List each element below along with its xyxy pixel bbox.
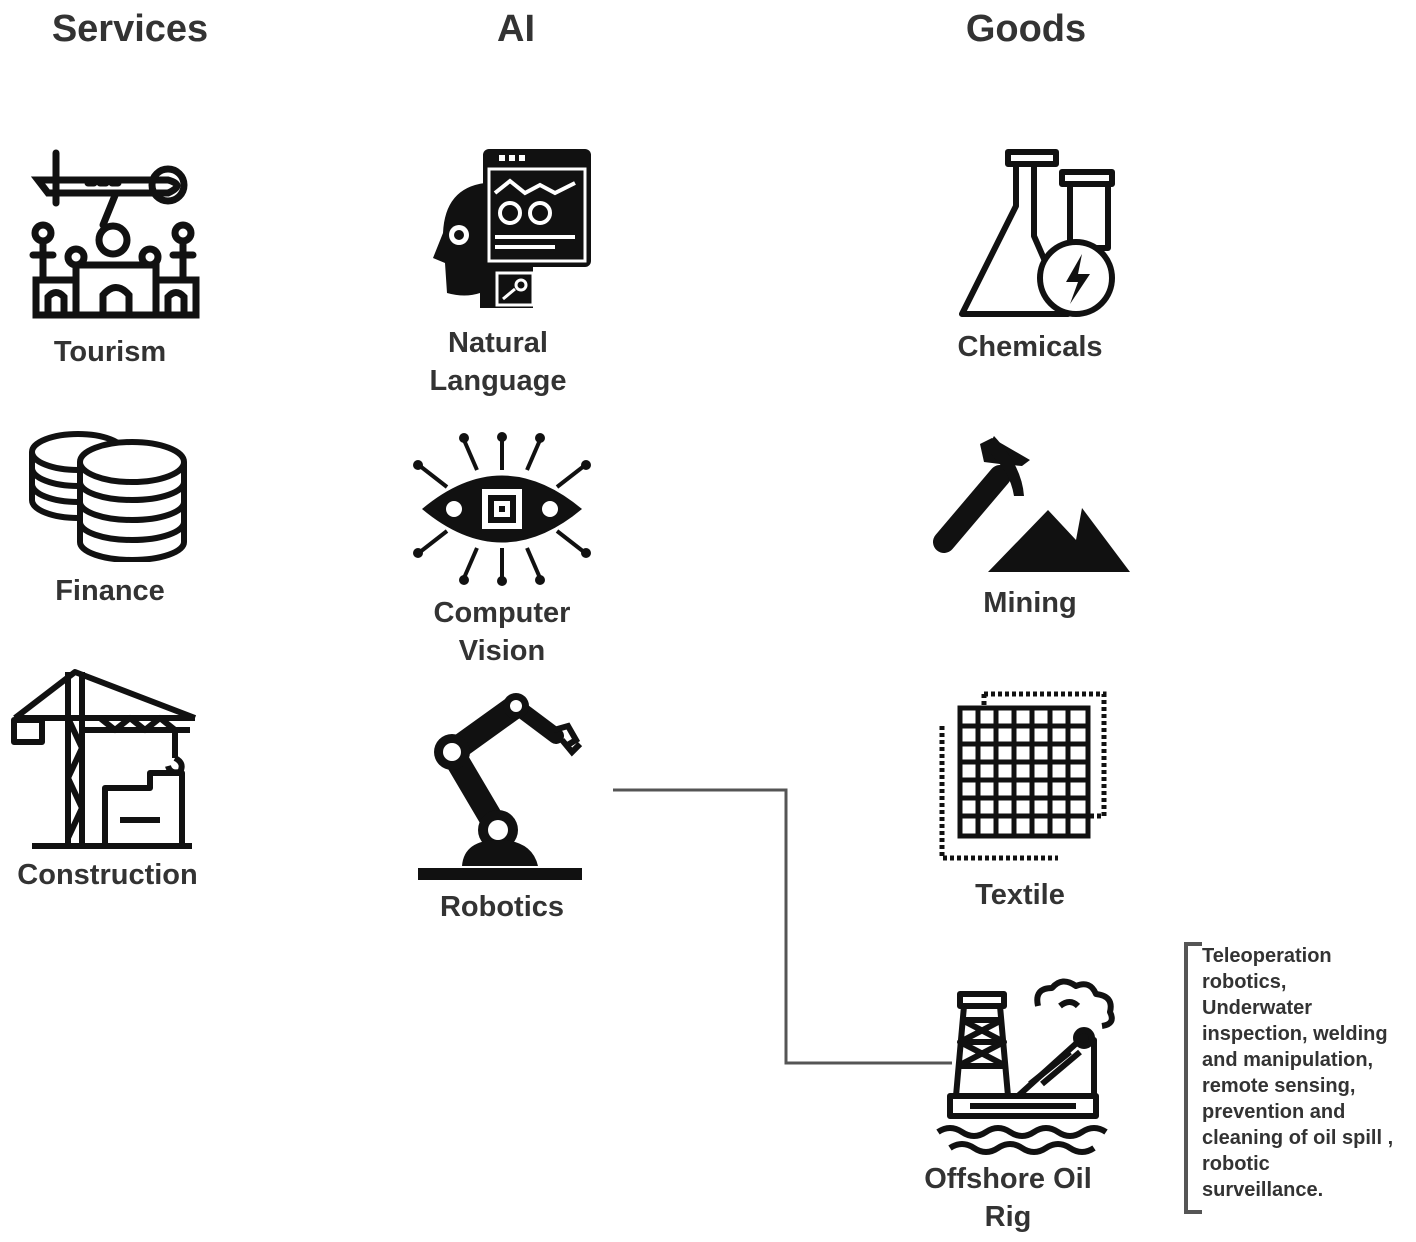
- note-line: Teleoperation: [1202, 945, 1332, 967]
- label-offshore-line2: Rig: [984, 1201, 1032, 1233]
- note-line: and manipulation,: [1202, 1049, 1374, 1071]
- label-mining: Mining: [983, 587, 1077, 619]
- textile-icon: [939, 691, 1107, 861]
- note-line: robotic: [1202, 1153, 1270, 1175]
- label-computer-vision-line1: Computer: [433, 597, 571, 629]
- flask-icon: [959, 149, 1115, 317]
- header-goods: Goods: [965, 8, 1087, 50]
- note-line: prevention and: [1202, 1101, 1346, 1123]
- note-line: Underwater: [1202, 997, 1313, 1019]
- coins-icon: [29, 431, 187, 562]
- label-chemicals: Chemicals: [957, 331, 1103, 363]
- note-bracket: [1184, 942, 1202, 1214]
- header-ai: AI: [497, 8, 535, 50]
- mining-icon: [933, 436, 1130, 572]
- note-line: robotics,: [1202, 971, 1287, 993]
- header-services: Services: [51, 8, 209, 50]
- oil-rig-icon: [936, 978, 1115, 1155]
- nlp-head-icon: [433, 149, 591, 308]
- label-offshore-line1: Offshore Oil: [924, 1163, 1092, 1195]
- label-natural-language-line2: Language: [429, 365, 567, 397]
- label-construction: Construction: [17, 859, 198, 891]
- note-line: inspection, welding: [1202, 1023, 1388, 1045]
- label-finance: Finance: [55, 575, 165, 607]
- robot-arm-icon: [418, 693, 583, 880]
- vision-eye-icon: [413, 432, 591, 586]
- application-note: Teleoperation robotics, Underwater inspe…: [1202, 943, 1416, 1203]
- label-tourism: Tourism: [53, 336, 167, 368]
- label-textile: Textile: [975, 879, 1065, 911]
- label-robotics: Robotics: [439, 891, 565, 923]
- tourism-icon: [29, 149, 200, 319]
- label-computer-vision-line2: Vision: [458, 635, 546, 667]
- note-line: surveillance.: [1202, 1179, 1324, 1201]
- note-line: remote sensing,: [1202, 1075, 1356, 1097]
- label-natural-language-line1: Natural: [448, 327, 548, 359]
- crane-icon: [11, 669, 197, 849]
- note-line: cleaning of oil spill ,: [1202, 1127, 1394, 1149]
